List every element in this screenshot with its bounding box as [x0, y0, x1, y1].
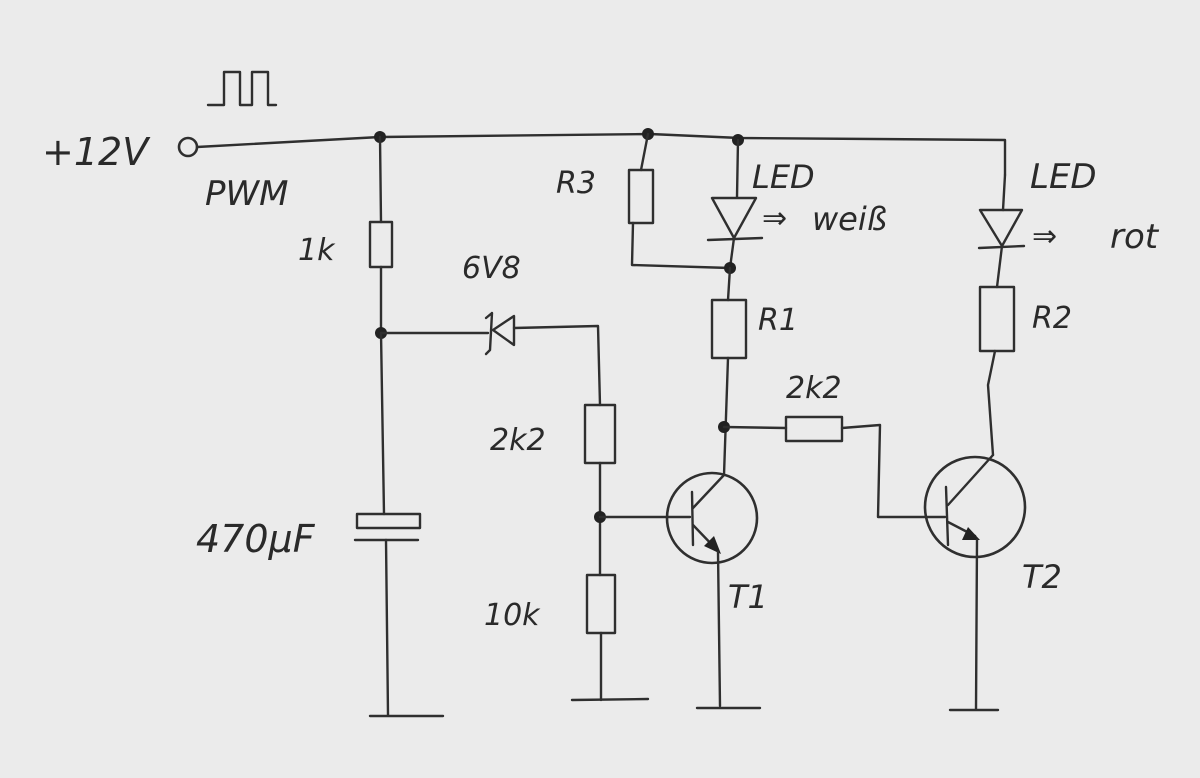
- resistor-r3-symbol: [627, 168, 655, 225]
- wire: [512, 324, 602, 407]
- led-red-arrow: ⇒: [1032, 219, 1057, 254]
- resistor-1k-label: 1k: [298, 233, 336, 268]
- wire: [379, 331, 386, 516]
- led-white-symbol: [706, 196, 764, 242]
- resistor-r2-symbol: [978, 285, 1016, 353]
- led-white-color: weiß: [812, 200, 887, 238]
- wire: [735, 138, 740, 199]
- zener-diode-symbol: [484, 311, 494, 356]
- pwm-waveform-icon: [206, 70, 278, 107]
- capacitor-label: 470µF: [196, 517, 316, 561]
- resistor-10k-symbol: [585, 573, 617, 635]
- transistor-t1-label: T1: [728, 578, 768, 616]
- transistor-t2-label: T2: [1022, 558, 1062, 596]
- wire: [726, 266, 732, 302]
- wire: [986, 349, 997, 457]
- supply-label: +12V: [42, 130, 151, 174]
- wire: [716, 550, 722, 708]
- resistor-2k2-divider-label: 2k2: [490, 423, 546, 458]
- wire: [384, 538, 390, 717]
- supply-rail: [195, 132, 1007, 177]
- transistor-t1-collector: [691, 473, 726, 510]
- resistor-r1-label: R1: [758, 303, 798, 338]
- wire: [1001, 173, 1007, 212]
- ground-symbol: [570, 697, 650, 702]
- transistor-t2-collector: [946, 453, 995, 507]
- pwm-label: PWM: [205, 174, 288, 214]
- transistor-t1-symbol: [665, 471, 759, 565]
- resistor-2k2-base-symbol: [784, 415, 844, 443]
- resistor-10k-label: 10k: [484, 598, 541, 633]
- wire: [639, 132, 650, 172]
- capacitor-symbol: [355, 512, 422, 530]
- led-red-color: rot: [1110, 217, 1160, 257]
- resistor-r1-symbol: [710, 298, 748, 360]
- resistor-r2-label: R2: [1032, 301, 1072, 336]
- wire: [974, 538, 979, 711]
- wire: [995, 244, 1004, 289]
- transistor-t1-base: [690, 490, 695, 547]
- led-white-label: LED: [752, 158, 815, 196]
- wire: [630, 221, 732, 270]
- zener-label: 6V8: [462, 251, 521, 286]
- led-red-symbol: [977, 208, 1026, 250]
- resistor-1k-symbol: [368, 220, 394, 269]
- resistor-2k2-base-label: 2k2: [786, 371, 842, 406]
- led-white-arrow: ⇒: [762, 201, 787, 236]
- wire: [722, 425, 788, 430]
- zener-diode-body: [491, 314, 516, 347]
- wire: [840, 423, 947, 519]
- wire: [722, 356, 730, 477]
- input-terminal: [177, 136, 199, 158]
- transistor-t1-arrow: [704, 536, 721, 554]
- wire: [378, 135, 383, 224]
- led-red-label: LED: [1030, 157, 1097, 197]
- transistor-t2-base: [944, 485, 950, 547]
- resistor-r3-label: R3: [556, 166, 596, 201]
- transistor-t2-arrow: [962, 527, 980, 540]
- resistor-2k2-divider-symbol: [583, 403, 617, 465]
- transistor-t2-symbol: [923, 455, 1027, 559]
